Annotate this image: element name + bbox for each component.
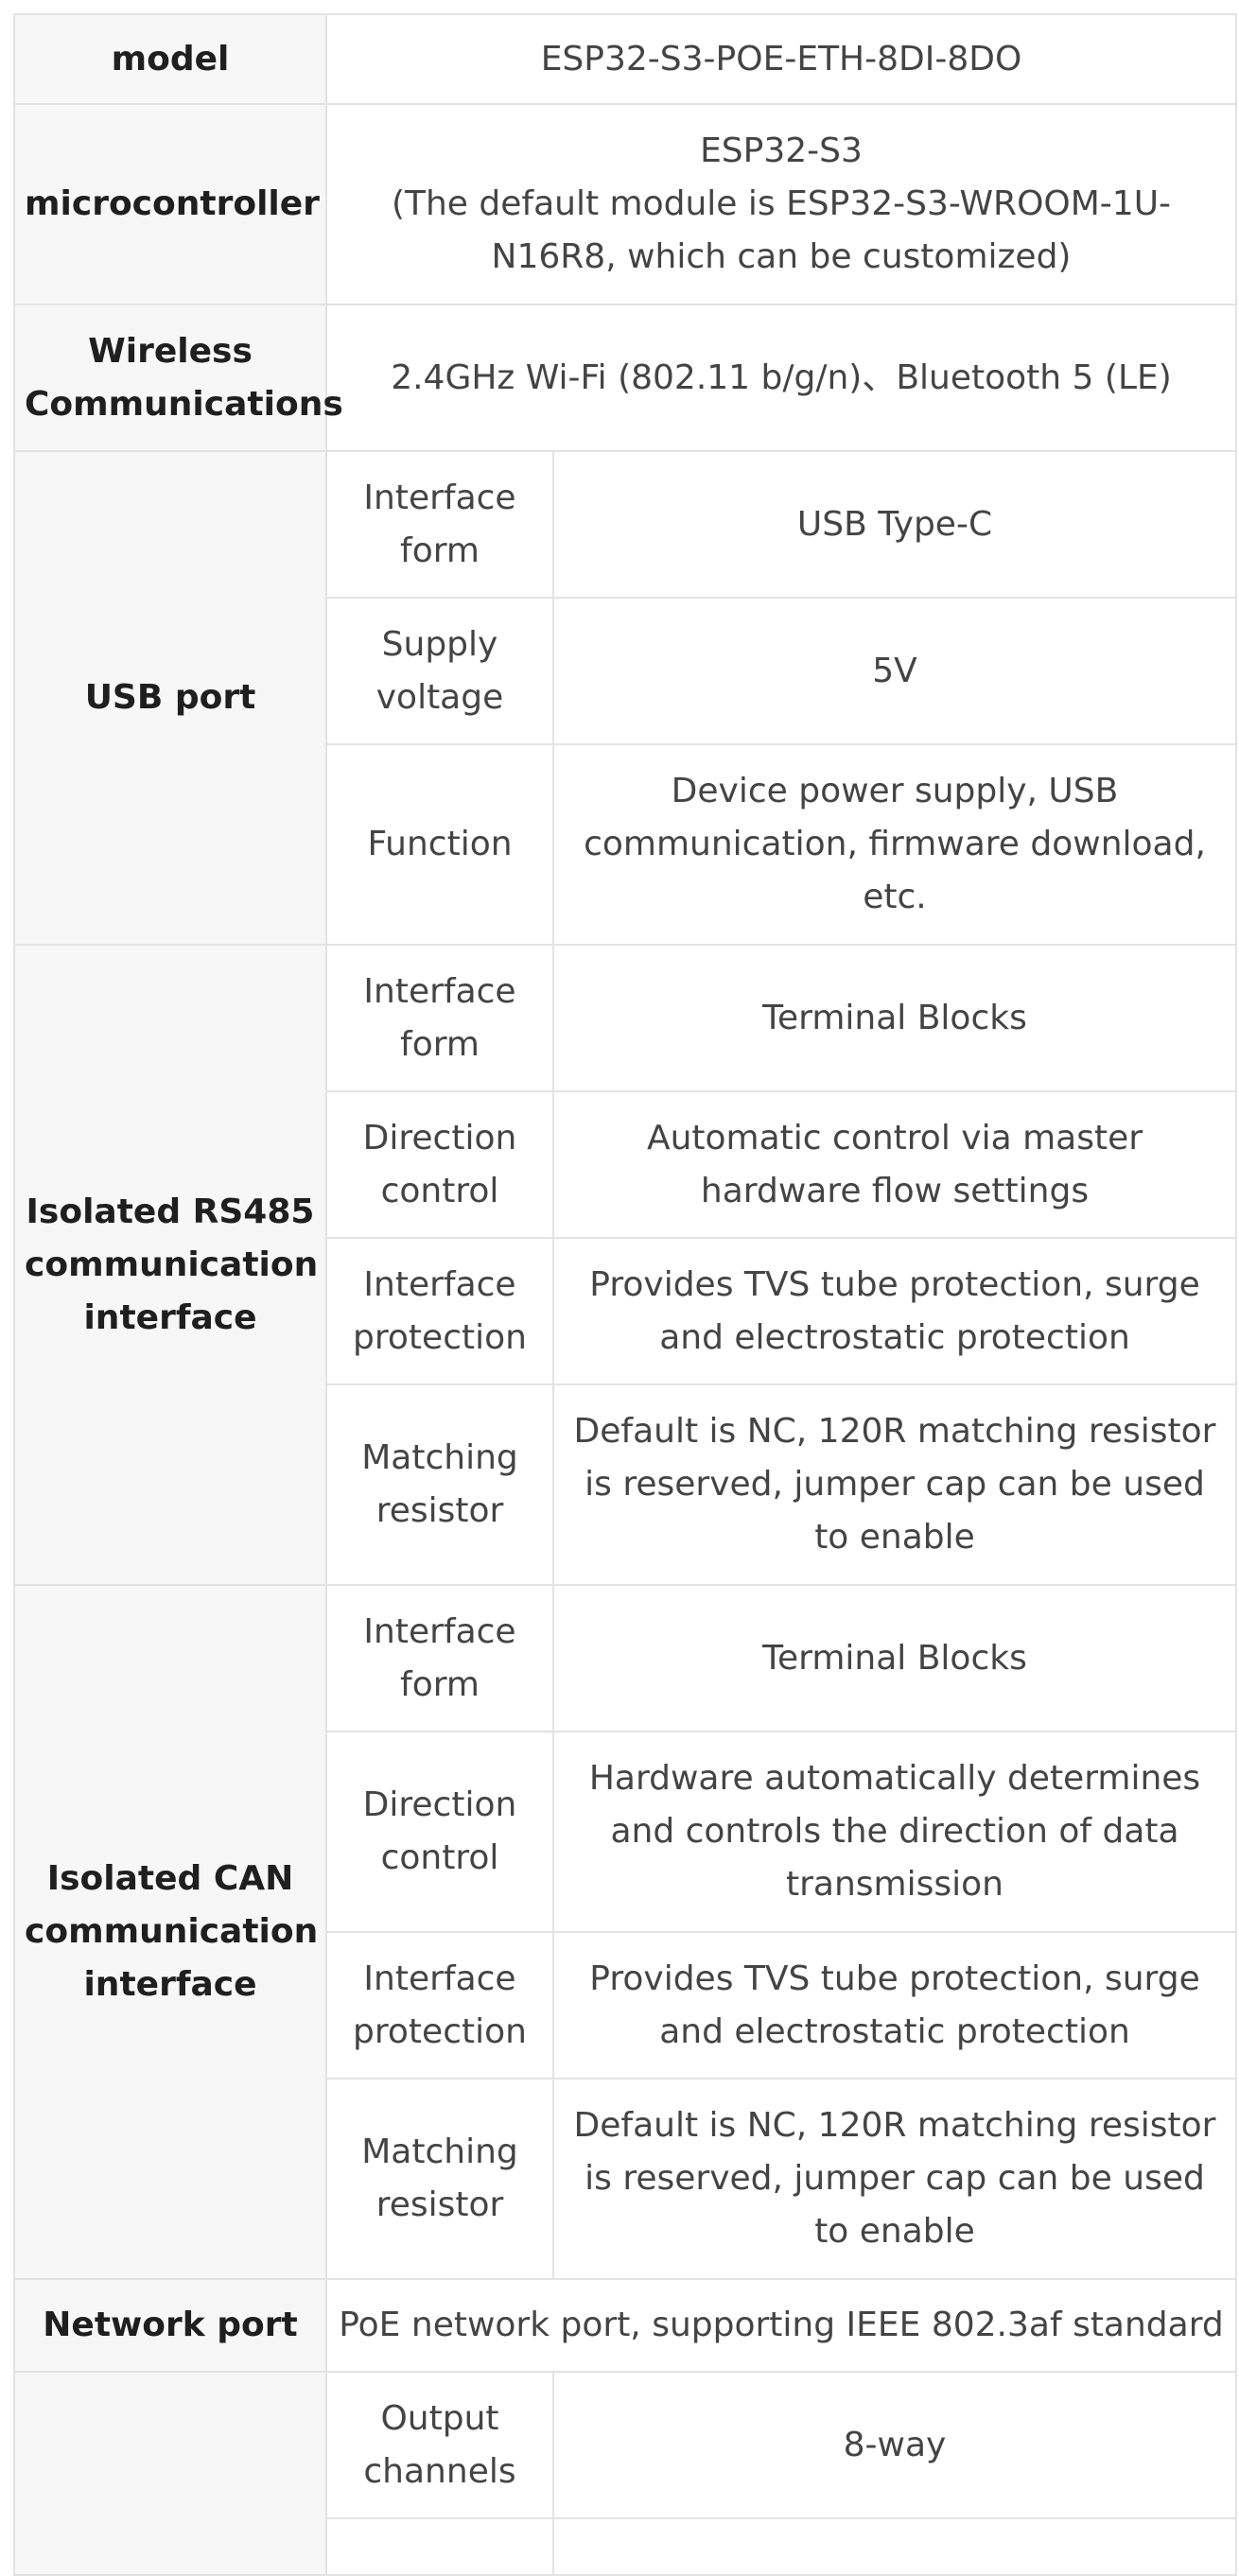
label-network-port: Network port <box>13 2278 327 2373</box>
value-network-port: PoE network port, supporting IEEE 802.3a… <box>325 2278 1237 2373</box>
table-row-can-matching-resistor: Matching resistor Default is NC, 120R ma… <box>14 2078 1237 2280</box>
sub-value: Default is NC, 120R matching resistor is… <box>552 2078 1237 2280</box>
table-row-rs485-matching-resistor: Matching resistor Default is NC, 120R ma… <box>14 1384 1237 1586</box>
table-row-can-interface-protection: Interface protection Provides TVS tube p… <box>14 1931 1237 2080</box>
sub-value: Hardware automatically determines and co… <box>552 1731 1237 1933</box>
label-output <box>13 2371 327 2576</box>
table-row-usb-function: Function Device power supply, USB commun… <box>14 743 1237 946</box>
sub-label: Output channels <box>325 2371 554 2519</box>
sub-label: Interface form <box>325 450 554 599</box>
value-microcontroller: ESP32-S3 (The default module is ESP32-S3… <box>325 103 1237 305</box>
sub-label: Direction control <box>325 1090 554 1239</box>
table-row-can-direction-control: Direction control Hardware automatically… <box>14 1731 1237 1933</box>
sub-label: Supply voltage <box>325 597 554 745</box>
sub-label: Interface form <box>325 1584 554 1732</box>
sub-value: Terminal Blocks <box>552 944 1237 1092</box>
sub-label: Matching resistor <box>325 2078 554 2280</box>
label-usb-port: USB port <box>13 450 327 946</box>
label-can: Isolated CAN communication interface <box>13 1584 327 2280</box>
sub-value: Provides TVS tube protection, surge and … <box>552 1931 1237 2080</box>
sub-label: Function <box>325 743 554 946</box>
sub-label: Interface protection <box>325 1931 554 2080</box>
sub-label: Matching resistor <box>325 1384 554 1586</box>
sub-value: Provides TVS tube protection, surge and … <box>552 1237 1237 1385</box>
label-microcontroller: microcontroller <box>13 103 327 305</box>
table-row-microcontroller: microcontroller ESP32-S3 (The default mo… <box>13 103 1237 305</box>
sub-value: USB Type-C <box>552 450 1237 599</box>
table-row-can-interface-form: Isolated CAN communication interface Int… <box>13 1584 1237 2280</box>
table-row-usb-supply-voltage: Supply voltage 5V <box>14 597 1237 745</box>
sub-label: Interface form <box>325 944 554 1092</box>
value-model: ESP32-S3-POE-ETH-8DI-8DO <box>325 13 1237 105</box>
sub-value: Automatic control via master hardware fl… <box>552 1090 1237 1239</box>
sub-value: Device power supply, USB communication, … <box>552 743 1237 946</box>
table-row-rs485-interface-protection: Interface protection Provides TVS tube p… <box>14 1237 1237 1385</box>
sub-value: Default is NC, 120R matching resistor is… <box>552 1384 1237 1586</box>
sub-label: Direction control <box>325 1731 554 1933</box>
sub-value: 8-way <box>552 2371 1237 2519</box>
value-microcontroller-line2: (The default module is ESP32-S3-WROOM-1U… <box>391 184 1172 276</box>
sub-label: Interface protection <box>325 1237 554 1385</box>
sub-value: 5V <box>552 597 1237 745</box>
label-rs485: Isolated RS485 communication interface <box>13 944 327 1586</box>
sub-value: Terminal Blocks <box>552 1584 1237 1732</box>
spec-table: model ESP32-S3-POE-ETH-8DI-8DO microcont… <box>13 13 1237 2576</box>
table-row-model: model ESP32-S3-POE-ETH-8DI-8DO <box>13 13 1237 105</box>
table-row-rs485-direction-control: Direction control Automatic control via … <box>14 1090 1237 1239</box>
table-row-output-channels: Output channels 8-way <box>13 2371 1237 2576</box>
table-row-wireless: Wireless Communications 2.4GHz Wi-Fi (80… <box>13 304 1237 452</box>
table-row-network: Network port PoE network port, supportin… <box>13 2278 1237 2373</box>
table-row-usb-interface-form: USB port Interface form USB Type-C <box>13 450 1237 946</box>
sub-label-empty <box>325 2517 554 2576</box>
label-model: model <box>13 13 327 105</box>
table-row-rs485-interface-form: Isolated RS485 communication interface I… <box>13 944 1237 1586</box>
label-wireless: Wireless Communications <box>13 304 343 452</box>
value-wireless: 2.4GHz Wi-Fi (802.11 b/g/n)、Bluetooth 5 … <box>325 304 1237 452</box>
sub-value-empty <box>552 2517 1237 2576</box>
value-microcontroller-line1: ESP32-S3 <box>700 131 863 170</box>
